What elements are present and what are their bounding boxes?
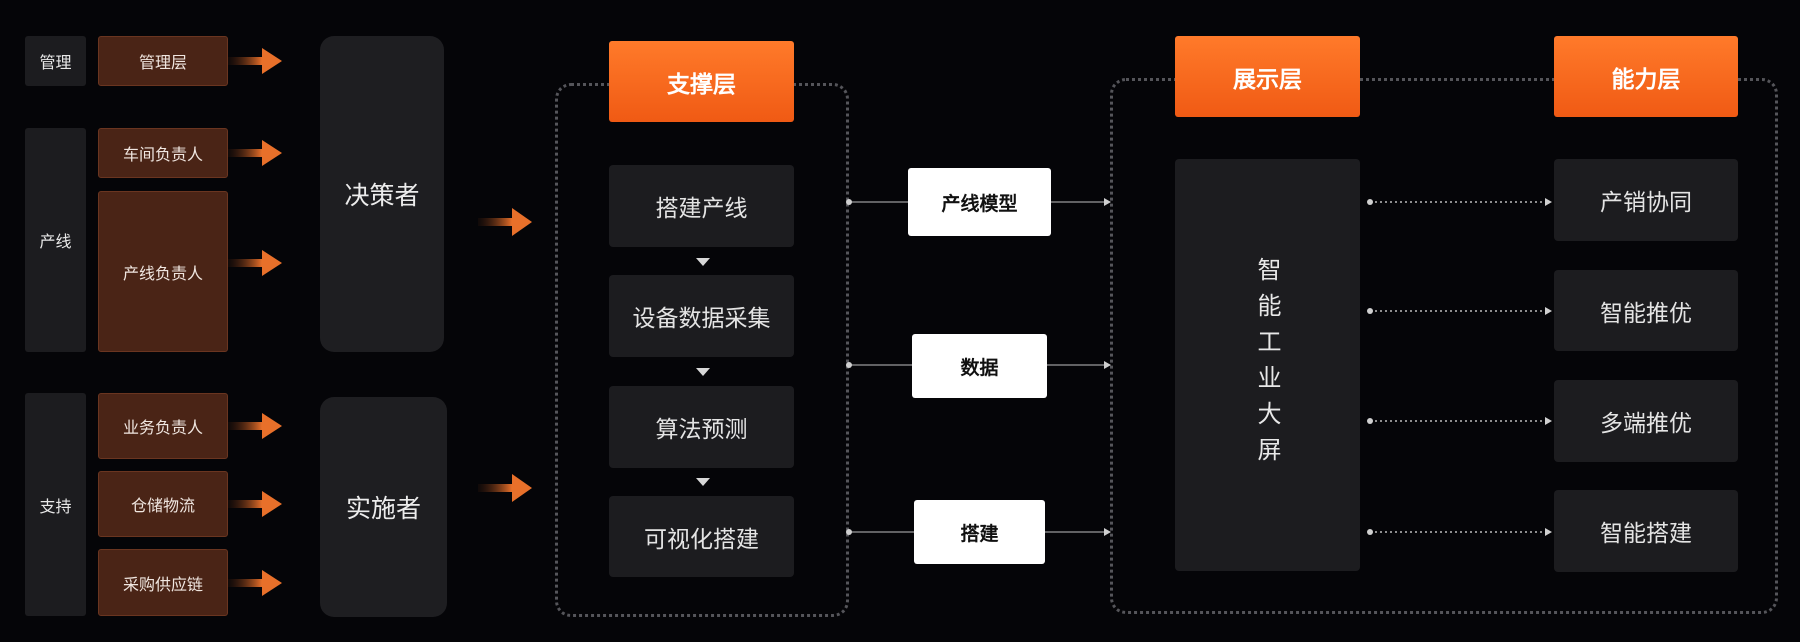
chevron-down-icon	[696, 258, 710, 266]
capability-item: 智能推优	[1554, 270, 1738, 351]
actor-decision-maker: 决策者	[320, 36, 444, 352]
connector-label: 产线模型	[908, 168, 1051, 236]
support-step: 搭建产线	[609, 165, 794, 247]
step-down-arrows	[696, 258, 710, 486]
role-arrows	[228, 48, 282, 596]
chevron-down-icon	[696, 368, 710, 376]
role-procurement-supply: 采购供应链	[98, 549, 228, 616]
capability-item: 智能搭建	[1554, 490, 1738, 572]
connector-label: 搭建	[914, 500, 1045, 564]
industrial-screen-label: 智能工业大屏	[1253, 257, 1281, 473]
role-business-lead: 业务负责人	[98, 393, 228, 459]
screen-capability-lines	[1370, 201, 1550, 533]
industrial-screen: 智能工业大屏	[1175, 159, 1360, 571]
support-layer-title: 支撑层	[609, 41, 794, 122]
support-step: 设备数据采集	[609, 275, 794, 357]
role-management-layer: 管理层	[98, 36, 228, 86]
support-step: 算法预测	[609, 386, 794, 468]
arrow-icon	[228, 413, 282, 439]
category-management: 管理	[25, 36, 86, 86]
capability-layer-title: 能力层	[1554, 36, 1738, 117]
arrow-icon	[228, 250, 282, 276]
connector-label: 数据	[912, 334, 1047, 398]
role-warehouse-logistics: 仓储物流	[98, 471, 228, 537]
support-step: 可视化搭建	[609, 496, 794, 577]
arrow-icon	[228, 570, 282, 596]
display-layer-title: 展示层	[1175, 36, 1360, 117]
capability-item: 产销协同	[1554, 159, 1738, 241]
role-workshop-lead: 车间负责人	[98, 128, 228, 178]
arrow-icon	[478, 208, 532, 236]
arrow-icon	[228, 48, 282, 74]
arrow-icon	[478, 474, 532, 502]
category-production-line: 产线	[25, 128, 86, 352]
capability-item: 多端推优	[1554, 380, 1738, 462]
category-support: 支持	[25, 393, 86, 616]
display-capability-frame	[1110, 78, 1778, 614]
arrow-icon	[228, 140, 282, 166]
chevron-down-icon	[696, 478, 710, 486]
arrow-icon	[228, 491, 282, 517]
role-line-lead: 产线负责人	[98, 191, 228, 352]
actor-implementer: 实施者	[320, 397, 447, 617]
actor-arrows	[478, 208, 532, 502]
